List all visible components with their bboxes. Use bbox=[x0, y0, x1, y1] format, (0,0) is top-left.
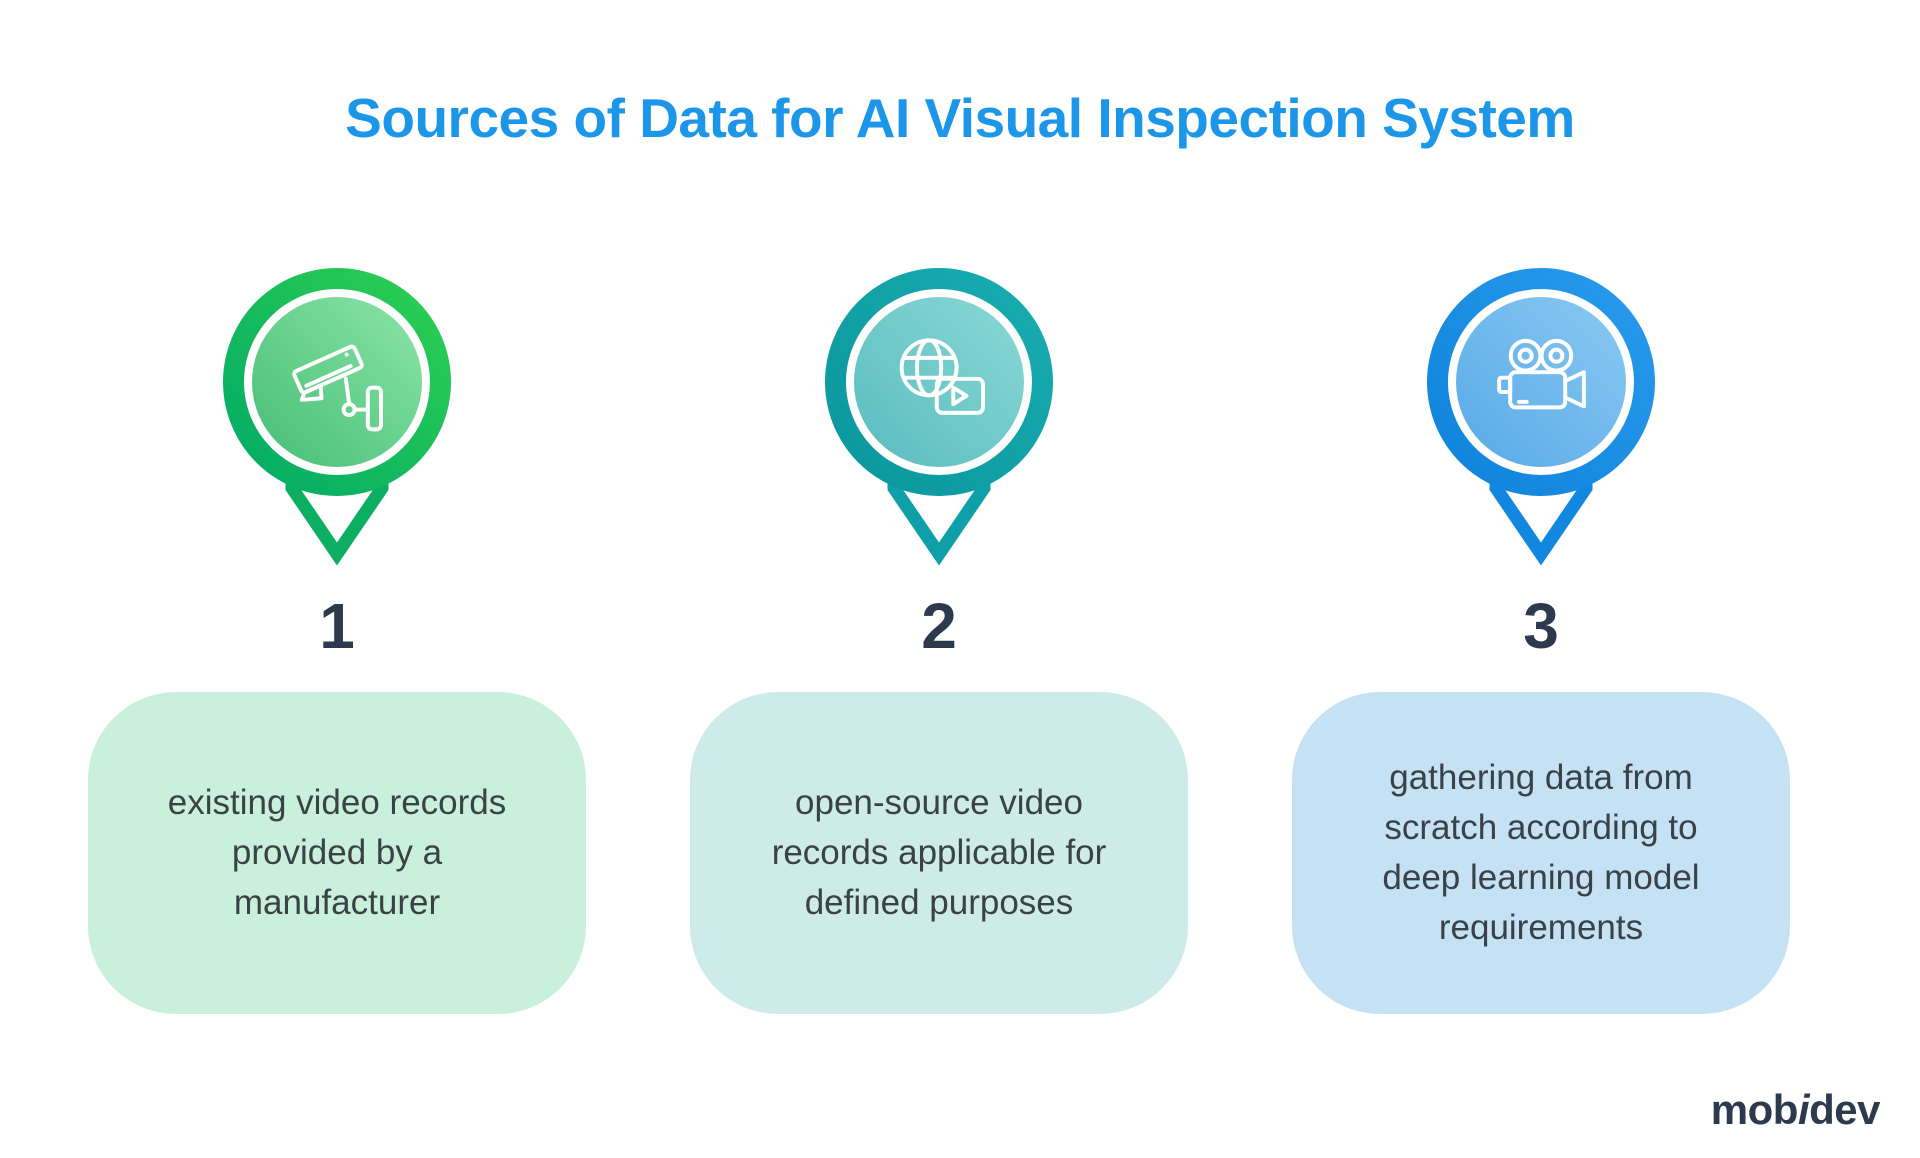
step-number: 2 bbox=[921, 590, 957, 662]
badge-inner-circle bbox=[252, 297, 422, 467]
cctv-camera-icon bbox=[292, 344, 383, 432]
badge-teal bbox=[825, 268, 1053, 566]
source-column-manufacturer-records: 1 existing video records provided by a m… bbox=[88, 262, 586, 1014]
description-card: open-source video records applicable for… bbox=[690, 692, 1188, 1014]
film-camera-icon bbox=[1497, 338, 1586, 410]
source-column-open-source-records: 2 open-source video records applicable f… bbox=[690, 262, 1188, 1014]
logo-part-dev: dev bbox=[1809, 1086, 1880, 1133]
sources-row: 1 existing video records provided by a m… bbox=[88, 262, 1790, 1014]
description-card: gathering data from scratch according to… bbox=[1292, 692, 1790, 1014]
mobidev-logo: mobidev bbox=[1710, 1086, 1881, 1134]
logo-part-mob: mob bbox=[1710, 1086, 1799, 1133]
badge-inner-circle bbox=[1456, 297, 1626, 467]
step-number: 1 bbox=[319, 590, 355, 662]
description-text: open-source video records applicable for… bbox=[771, 783, 1107, 922]
description-card: existing video records provided by a man… bbox=[88, 692, 586, 1014]
page-title: Sources of Data for AI Visual Inspection… bbox=[345, 87, 1575, 149]
description-text: existing video records provided by a man… bbox=[167, 783, 507, 922]
logo-part-i: i bbox=[1797, 1086, 1810, 1133]
badge-green bbox=[223, 268, 451, 566]
source-column-scratch-data: 3 gathering data from scratch according … bbox=[1292, 262, 1790, 1014]
description-text: gathering data from scratch according to… bbox=[1382, 758, 1700, 947]
badge-blue bbox=[1427, 268, 1655, 566]
globe-video-icon bbox=[899, 338, 985, 415]
step-number: 3 bbox=[1523, 590, 1559, 662]
